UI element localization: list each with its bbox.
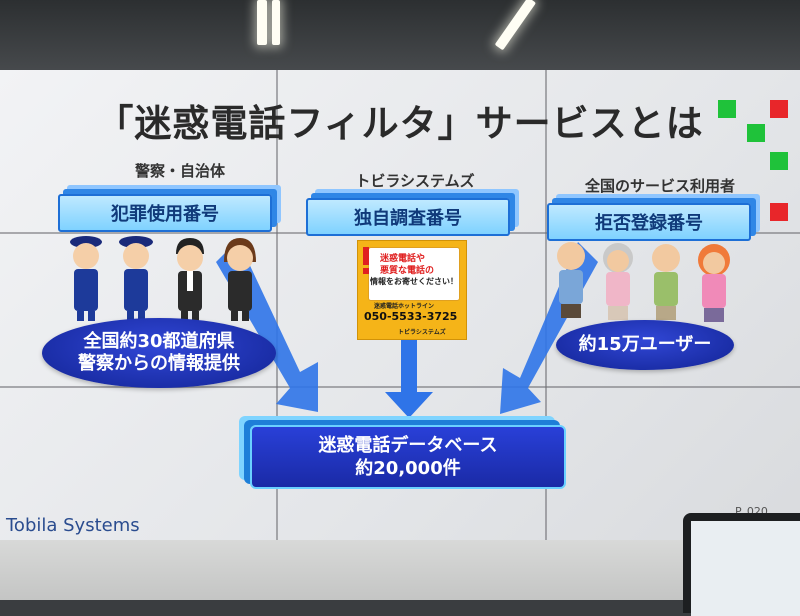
deco-square-red bbox=[770, 100, 788, 118]
screen-seam bbox=[276, 70, 278, 540]
deco-square-green bbox=[747, 124, 765, 142]
elderly-user-icon bbox=[557, 242, 585, 318]
poster-line-2: 悪質な電話の bbox=[380, 266, 435, 276]
businessperson-icon bbox=[224, 238, 256, 321]
brand-logo: Tobila Systems bbox=[6, 515, 140, 536]
database-box: 迷惑電話データベース 約20,000件 bbox=[250, 425, 566, 489]
businessperson-icon bbox=[176, 238, 204, 321]
source-box-crime-numbers: 犯罪使用番号 bbox=[58, 194, 272, 232]
poster-line-3: 情報をお寄せください！ bbox=[370, 277, 458, 286]
slide-title: 「迷惑電話フィルタ」サービスとは bbox=[96, 102, 704, 145]
users-count-oval: 約15万ユーザー bbox=[556, 320, 734, 370]
police-info-oval: 全国約30都道府県 警察からの情報提供 bbox=[42, 318, 276, 388]
database-title: 迷惑電話データベース bbox=[318, 434, 498, 456]
elderly-user-icon bbox=[603, 243, 633, 320]
deco-square-green bbox=[770, 152, 788, 170]
poster-hotline-label: 迷惑電話ホットライン bbox=[374, 303, 435, 310]
police-officer-icon bbox=[70, 236, 102, 321]
source-box-own-research: 独自調査番号 bbox=[306, 198, 510, 236]
police-government-figures bbox=[70, 236, 256, 321]
service-user-figures bbox=[557, 242, 730, 322]
source-box-user-blocked: 拒否登録番号 bbox=[547, 203, 751, 241]
elderly-user-icon bbox=[698, 244, 730, 322]
oval-line-prefectures: 全国約30都道府県 bbox=[83, 330, 235, 352]
ceiling bbox=[0, 0, 800, 80]
ceiling-light bbox=[272, 0, 280, 45]
police-officer-icon bbox=[119, 236, 153, 321]
arrow-center bbox=[385, 340, 433, 418]
deco-square-red bbox=[770, 203, 788, 221]
screen-seam bbox=[0, 386, 800, 388]
poster-phone-number: 050-5533-3725 bbox=[364, 310, 458, 323]
presenter-table bbox=[0, 540, 800, 600]
laptop bbox=[683, 513, 800, 616]
column-heading-police: 警察・自治体 bbox=[134, 162, 225, 180]
elderly-user-icon bbox=[652, 244, 680, 320]
poster-line-1: 迷惑電話や bbox=[380, 254, 426, 264]
poster-company: トビラシステムズ bbox=[398, 329, 446, 336]
oval-line-police-info: 警察からの情報提供 bbox=[78, 353, 240, 374]
hotline-poster: 迷惑電話や 悪質な電話の 情報をお寄せください！ 迷惑電話ホットライン 050-… bbox=[357, 240, 467, 340]
screen-seam bbox=[545, 70, 547, 540]
column-heading-tobila: トビラシステムズ bbox=[355, 172, 475, 190]
exclamation-icon bbox=[363, 247, 369, 274]
database-count: 約20,000件 bbox=[355, 458, 461, 479]
laptop-screen bbox=[691, 521, 800, 616]
poster-message-panel bbox=[368, 247, 460, 301]
oval-line-users: 約15万ユーザー bbox=[578, 333, 712, 355]
column-heading-users: 全国のサービス利用者 bbox=[584, 177, 735, 195]
ceiling-light bbox=[257, 0, 267, 45]
deco-square-green bbox=[718, 100, 736, 118]
